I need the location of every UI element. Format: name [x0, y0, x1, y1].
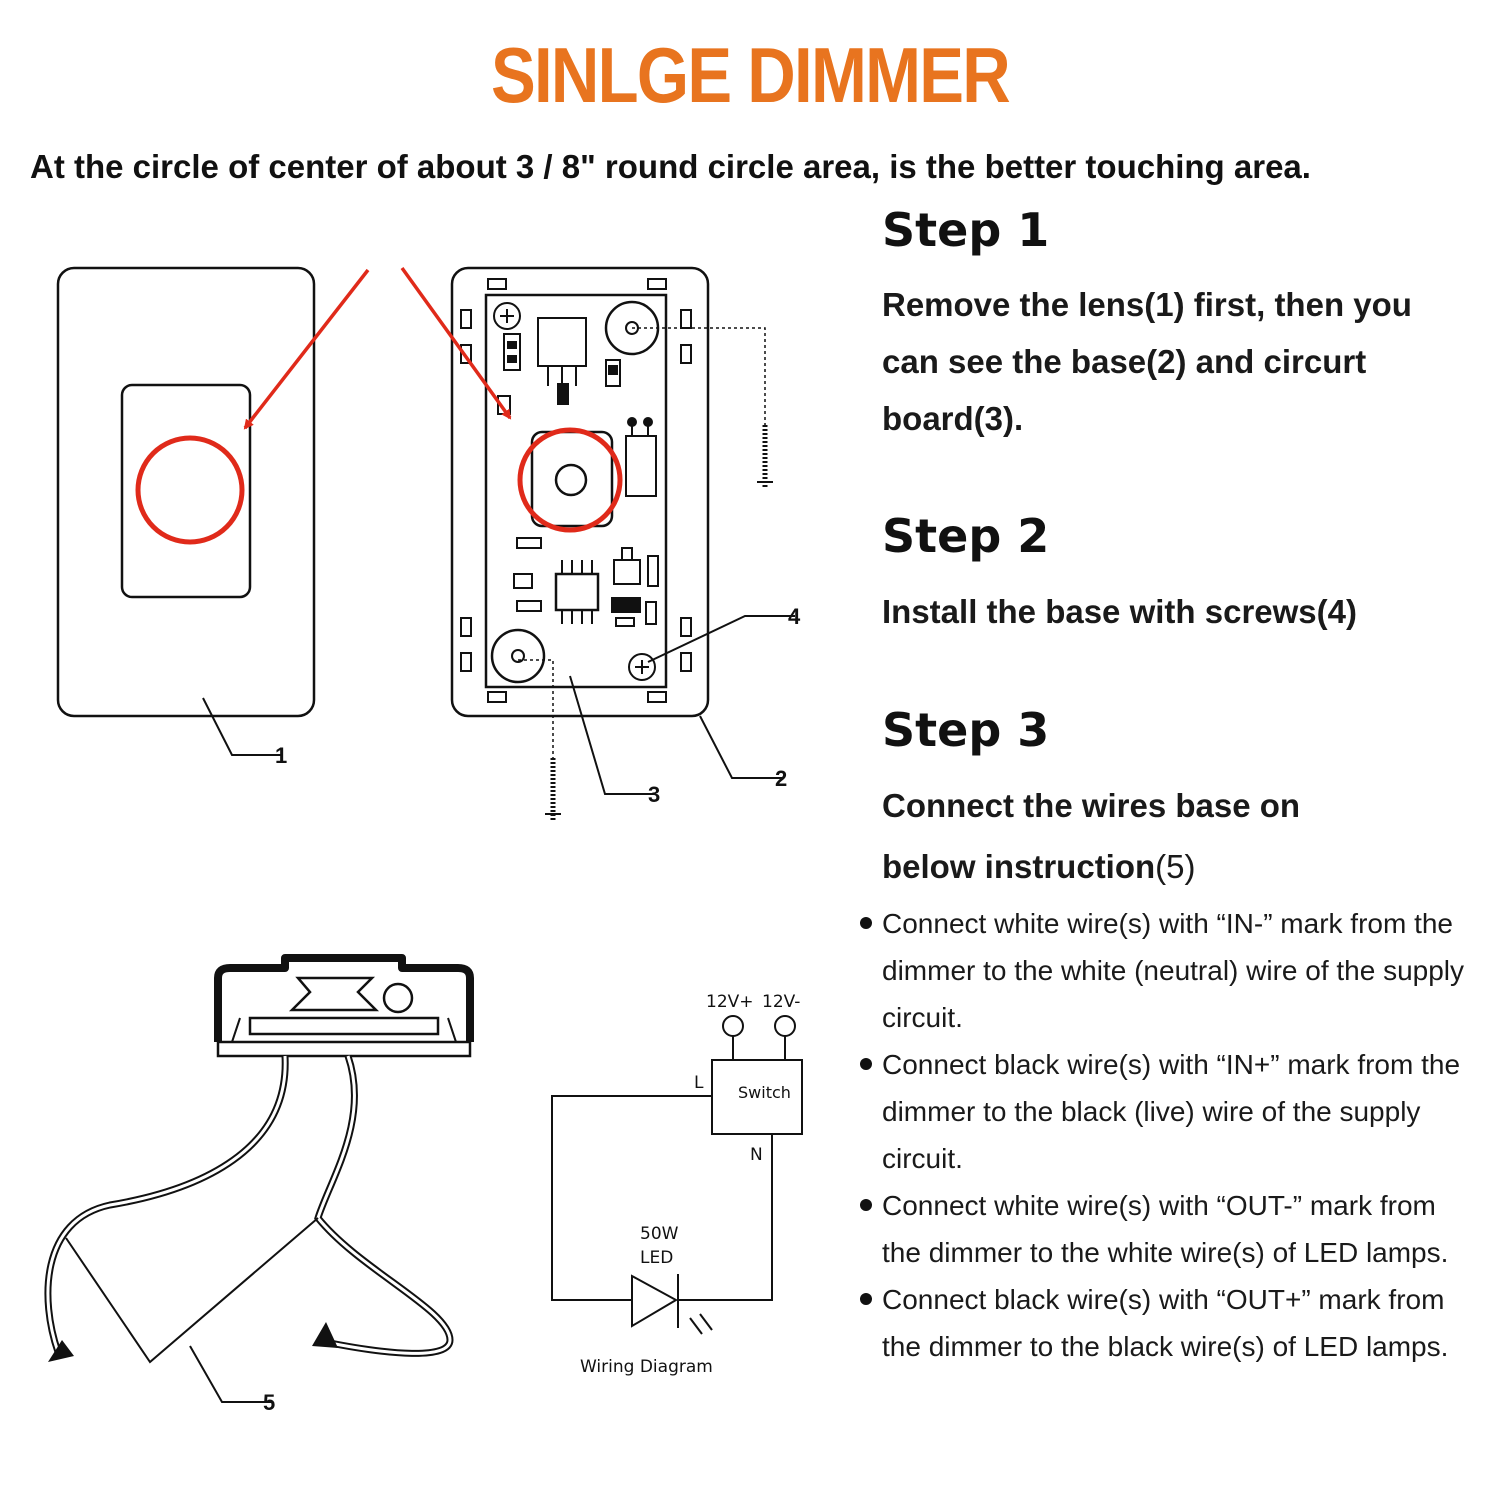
step-1-heading: Step 1 — [882, 203, 1050, 257]
dimmer-wires — [44, 1054, 454, 1364]
lens-touch-area-circle — [135, 435, 245, 545]
step-3-text-bold: Connect the wires base on below instruct… — [882, 787, 1301, 885]
step-3-text: Connect the wires base on below instruct… — [882, 775, 1402, 897]
instruction-in-minus: Connect white wire(s) with “IN-” mark fr… — [860, 900, 1480, 1041]
wiring-led-label: LED — [640, 1248, 673, 1268]
wiring-switch-label: Switch — [738, 1083, 791, 1102]
label-lens: 1 — [275, 743, 287, 768]
wiring-diagram — [551, 1015, 803, 1335]
lens-pointer-arrow — [243, 268, 370, 430]
wires-leader-line — [189, 1345, 272, 1403]
instruction-in-plus: Connect black wire(s) with “IN+” mark fr… — [860, 1041, 1480, 1182]
base-leader-line — [699, 715, 782, 779]
wiring-12v-plus: 12V+ — [706, 992, 754, 1012]
label-wires: 5 — [263, 1390, 275, 1415]
instruction-out-minus: Connect white wire(s) with “OUT-” mark f… — [860, 1182, 1480, 1276]
label-screw: 4 — [788, 604, 801, 629]
step-1-text: Remove the lens(1) first, then you can s… — [882, 286, 1412, 437]
wire-end-right-icon — [312, 1322, 338, 1348]
step-3-text-ref: (5) — [1155, 848, 1196, 885]
wiring-instructions: Connect white wire(s) with “IN-” mark fr… — [860, 900, 1480, 1370]
label-board: 3 — [648, 782, 660, 807]
wire-end-left-icon — [48, 1340, 74, 1362]
wiring-diagram-caption: Wiring Diagram — [580, 1357, 713, 1377]
circuit-board-components — [490, 300, 660, 684]
dimmer-side-view — [214, 954, 474, 1058]
base-drawing — [450, 266, 710, 718]
wiring-n-terminal: N — [750, 1145, 763, 1165]
lens-drawing — [56, 266, 316, 718]
label-base: 2 — [775, 766, 787, 791]
board-touch-area-circle — [517, 427, 623, 533]
screw-top-right — [632, 327, 773, 488]
touch-area-note: At the circle of center of about 3 / 8" … — [30, 148, 1311, 185]
step-3-heading: Step 3 — [882, 703, 1050, 757]
screw-leader-line — [647, 615, 795, 663]
step-2-text: Install the base with screws(4) — [882, 593, 1357, 630]
wiring-12v-minus: 12V- — [762, 992, 800, 1012]
page-title: SINLGE DIMMER — [490, 31, 1011, 119]
instruction-out-plus: Connect black wire(s) with “OUT+” mark f… — [860, 1276, 1480, 1370]
lens-leader-line — [202, 697, 282, 756]
wiring-l-terminal: L — [694, 1073, 704, 1093]
step-2-heading: Step 2 — [882, 509, 1050, 563]
board-pointer-arrow — [400, 266, 512, 420]
wiring-led-wattage: 50W — [640, 1224, 679, 1244]
screw-bottom — [518, 659, 561, 820]
board-leader-line — [569, 675, 655, 795]
